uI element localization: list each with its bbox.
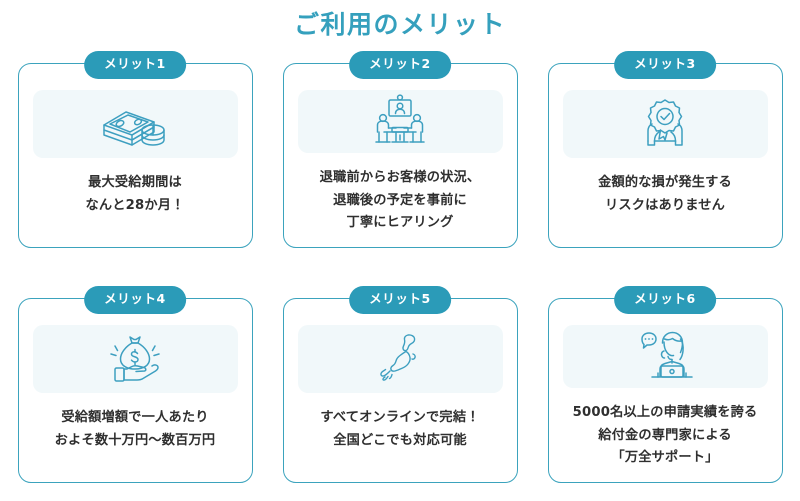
benefit-text-6: 5000名以上の申請実績を誇る 給付金の専門家による 「万全サポート」 <box>563 402 768 470</box>
benefit-badge-5: メリット5 <box>349 286 451 314</box>
japan-map-icon <box>375 332 425 386</box>
benefit-text-line: 丁寧にヒアリング <box>346 215 454 231</box>
hands-holding-award-icon <box>638 97 692 151</box>
benefit-text-line: 全国どこでも対応可能 <box>333 432 467 448</box>
benefit-text-4: 受給額増額で一人あたり およそ数十万円〜数百万円 <box>33 407 238 452</box>
benefit-text-2: 退職前からお客様の状況、 退職後の予定を事前に 丁寧にヒアリング <box>298 167 503 235</box>
benefit-text-line: 給付金の専門家による <box>598 427 732 443</box>
benefit-card-grid: メリット1 <box>0 51 800 483</box>
icon-panel-2 <box>297 90 503 153</box>
support-agent-icon <box>634 329 696 383</box>
icon-panel-6 <box>562 325 768 388</box>
benefit-badge-3: メリット3 <box>614 51 716 79</box>
benefit-text-line: 退職前からお客様の状況、 <box>319 169 481 185</box>
benefit-text-line: 金額的な損が発生する <box>598 175 732 190</box>
benefit-text-3: 金額的な損が発生する リスクはありません <box>563 172 768 217</box>
benefit-text-line: なんと28か月！ <box>85 197 185 213</box>
online-meeting-icon <box>370 94 430 148</box>
icon-panel-5 <box>297 325 503 393</box>
benefit-text-line: 5000名以上の申請実績を誇る <box>572 404 758 420</box>
benefit-text-line: 退職後の予定を事前に <box>333 192 467 208</box>
icon-panel-1 <box>32 90 238 158</box>
cash-stack-icon <box>98 99 172 149</box>
benefit-text-line: 最大受給期間は <box>88 175 182 190</box>
benefit-text-5: すべてオンラインで完結！ 全国どこでも対応可能 <box>298 407 503 452</box>
benefit-badge-2: メリット2 <box>349 51 451 79</box>
benefit-text-1: 最大受給期間は なんと28か月！ <box>33 172 238 217</box>
benefit-text-line: すべてオンラインで完結！ <box>320 410 480 425</box>
icon-panel-4 <box>32 325 238 393</box>
hand-money-bag-icon <box>105 333 165 385</box>
benefit-text-line: およそ数十万円〜数百万円 <box>54 432 216 448</box>
benefit-badge-4: メリット4 <box>84 286 186 314</box>
benefit-card-6[interactable]: メリット6 <box>547 286 783 483</box>
benefit-card-4[interactable]: メリット4 受給額増額で一人あたり およそ数十万円〜数百万円 <box>17 286 253 483</box>
page-title: ご利用のメリット <box>293 10 506 39</box>
benefit-card-3[interactable]: メリット3 <box>547 51 783 248</box>
benefit-card-1[interactable]: メリット1 <box>17 51 253 248</box>
benefit-badge-1: メリット1 <box>84 51 186 79</box>
benefit-text-line: 受給額増額で一人あたり <box>61 410 209 425</box>
benefit-text-line: 「万全サポート」 <box>611 450 719 466</box>
benefit-badge-6: メリット6 <box>614 286 716 314</box>
benefit-card-5[interactable]: メリット5 すべてオンラインで完結！ 全国どこでも対応可能 <box>282 286 518 483</box>
benefit-text-line: リスクはありません <box>604 197 726 213</box>
benefit-card-2[interactable]: メリット2 <box>282 51 518 248</box>
icon-panel-3 <box>562 90 768 158</box>
